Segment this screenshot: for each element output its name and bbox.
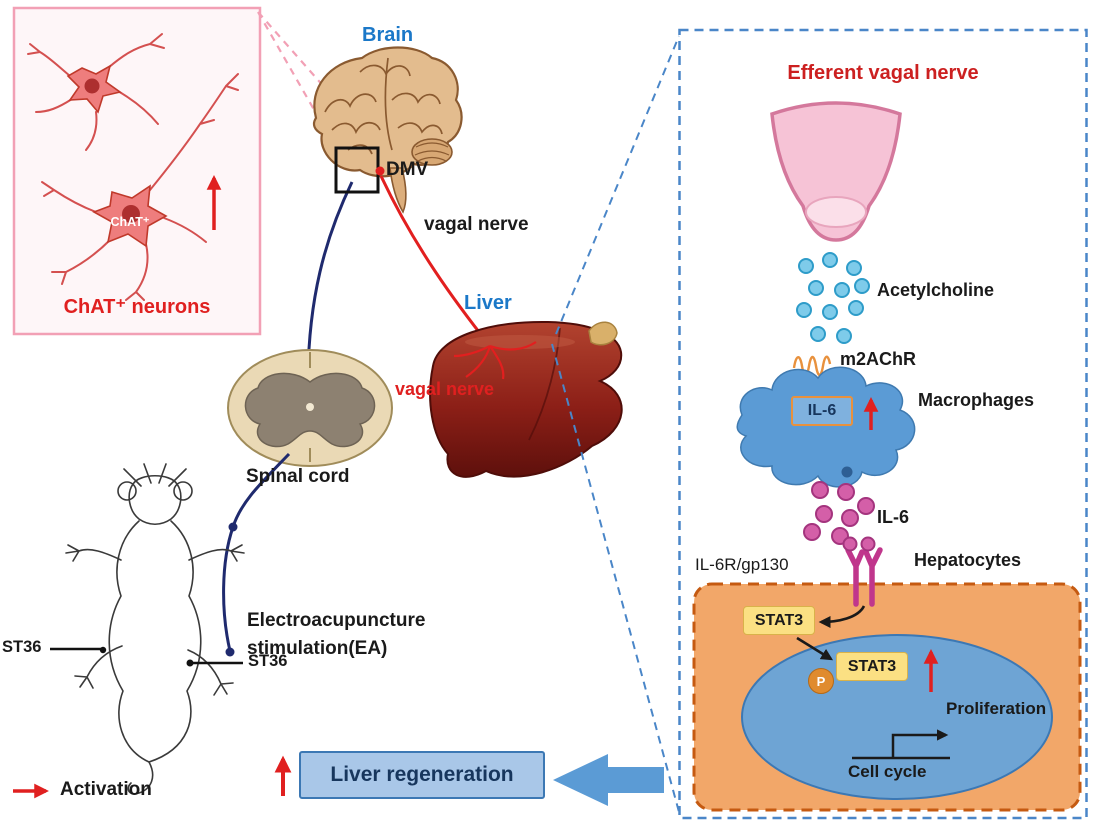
il6-dots [803, 481, 875, 545]
stat3-translocation-arrow [796, 636, 834, 661]
liver-ligament [588, 321, 618, 346]
efferent-vagal-nerve-title: Efferent vagal nerve [787, 62, 979, 84]
dmv-label: DMV [386, 159, 429, 180]
blue-block-arrow [553, 754, 664, 806]
activation-legend-label: Activation [60, 779, 152, 800]
transcription-arrow [852, 729, 950, 760]
synapse-illustration [770, 101, 902, 242]
hepatocytes-label: Hepatocytes [914, 550, 1022, 570]
il6-box: IL-6 [791, 396, 853, 426]
st36-left-dot [99, 646, 107, 654]
liver-regeneration-badge: Liver regeneration [299, 751, 545, 799]
il6r-gp130-label: IL-6R/gp130 [695, 555, 789, 574]
st36-right-dot [186, 659, 194, 667]
il6-receptor-illustration [845, 547, 883, 607]
chat-neurons-box [12, 6, 379, 336]
il6-label: IL-6 [877, 507, 910, 527]
m2achr-receptor-icon [792, 355, 832, 377]
vagal-nerve-line [379, 175, 492, 347]
chat-neurons-caption: ChAT⁺ neurons [63, 296, 211, 318]
st36-left-label: ST36 [2, 638, 42, 656]
cell-cycle-label: Cell cycle [848, 762, 927, 781]
liver-label: Liver [464, 292, 512, 314]
il6-bound-dot [842, 536, 858, 552]
spinal-pathway-line [301, 181, 354, 379]
spinal-cord-label: Spinal cord [246, 466, 350, 487]
receptor-to-stat3-arrow [818, 605, 866, 628]
zoom-connector-blue [551, 35, 680, 813]
brain-label: Brain [362, 24, 414, 46]
il6-bound-dot [860, 536, 876, 552]
acetylcholine-dots [796, 252, 870, 344]
pathway-node-dot [228, 522, 238, 532]
chat-neuron-tag: ChAT⁺ [110, 215, 150, 229]
brain-illustration [312, 46, 463, 214]
neuron-illustrations [27, 33, 239, 301]
stat3-nucleus-badge: STAT3 [836, 652, 908, 681]
dmv-dot [375, 166, 385, 176]
ea-stimulation-line1: Electroacupuncture [247, 610, 426, 631]
spinal-cord-illustration [227, 349, 393, 467]
ea-stimulation-label: Electroacupuncture stimulation(EA) [247, 610, 425, 660]
stat3-cytoplasm-badge: STAT3 [743, 606, 815, 635]
phospho-badge: P [808, 668, 834, 694]
vagal-nerve-brain-label: vagal nerve [424, 214, 529, 235]
proliferation-label: Proliferation [946, 699, 1047, 718]
st36-pointer-lines [50, 647, 243, 665]
macrophages-label: Macrophages [918, 390, 1035, 410]
vagal-nerve-liver-label: vagal nerve [395, 379, 495, 399]
m2achr-label: m2AChR [840, 349, 917, 369]
liver-vagal-branches [453, 341, 537, 380]
acetylcholine-label: Acetylcholine [877, 280, 995, 300]
st36-right-label: ST36 [248, 652, 288, 670]
mouse-illustration [65, 463, 245, 795]
liver-illustration [429, 320, 623, 478]
pathway-end-dot [225, 647, 235, 657]
ea-stimulation-line2: stimulation(EA) [247, 637, 388, 659]
